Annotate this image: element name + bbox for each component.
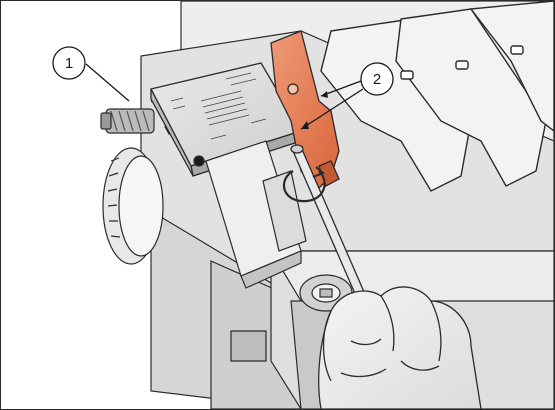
- adjustment-knob: [102, 147, 164, 265]
- callout-2: 2: [300, 62, 394, 130]
- screwdriver: [283, 144, 382, 336]
- callout-1-label: 1: [65, 55, 73, 72]
- callout-1: 1: [52, 46, 130, 102]
- feed-rails: [320, 1, 554, 192]
- highlighted-stop-part: [270, 30, 340, 192]
- gloved-hand: [318, 286, 482, 409]
- callout-2-label: 2: [373, 71, 381, 88]
- slide-block: [205, 140, 307, 289]
